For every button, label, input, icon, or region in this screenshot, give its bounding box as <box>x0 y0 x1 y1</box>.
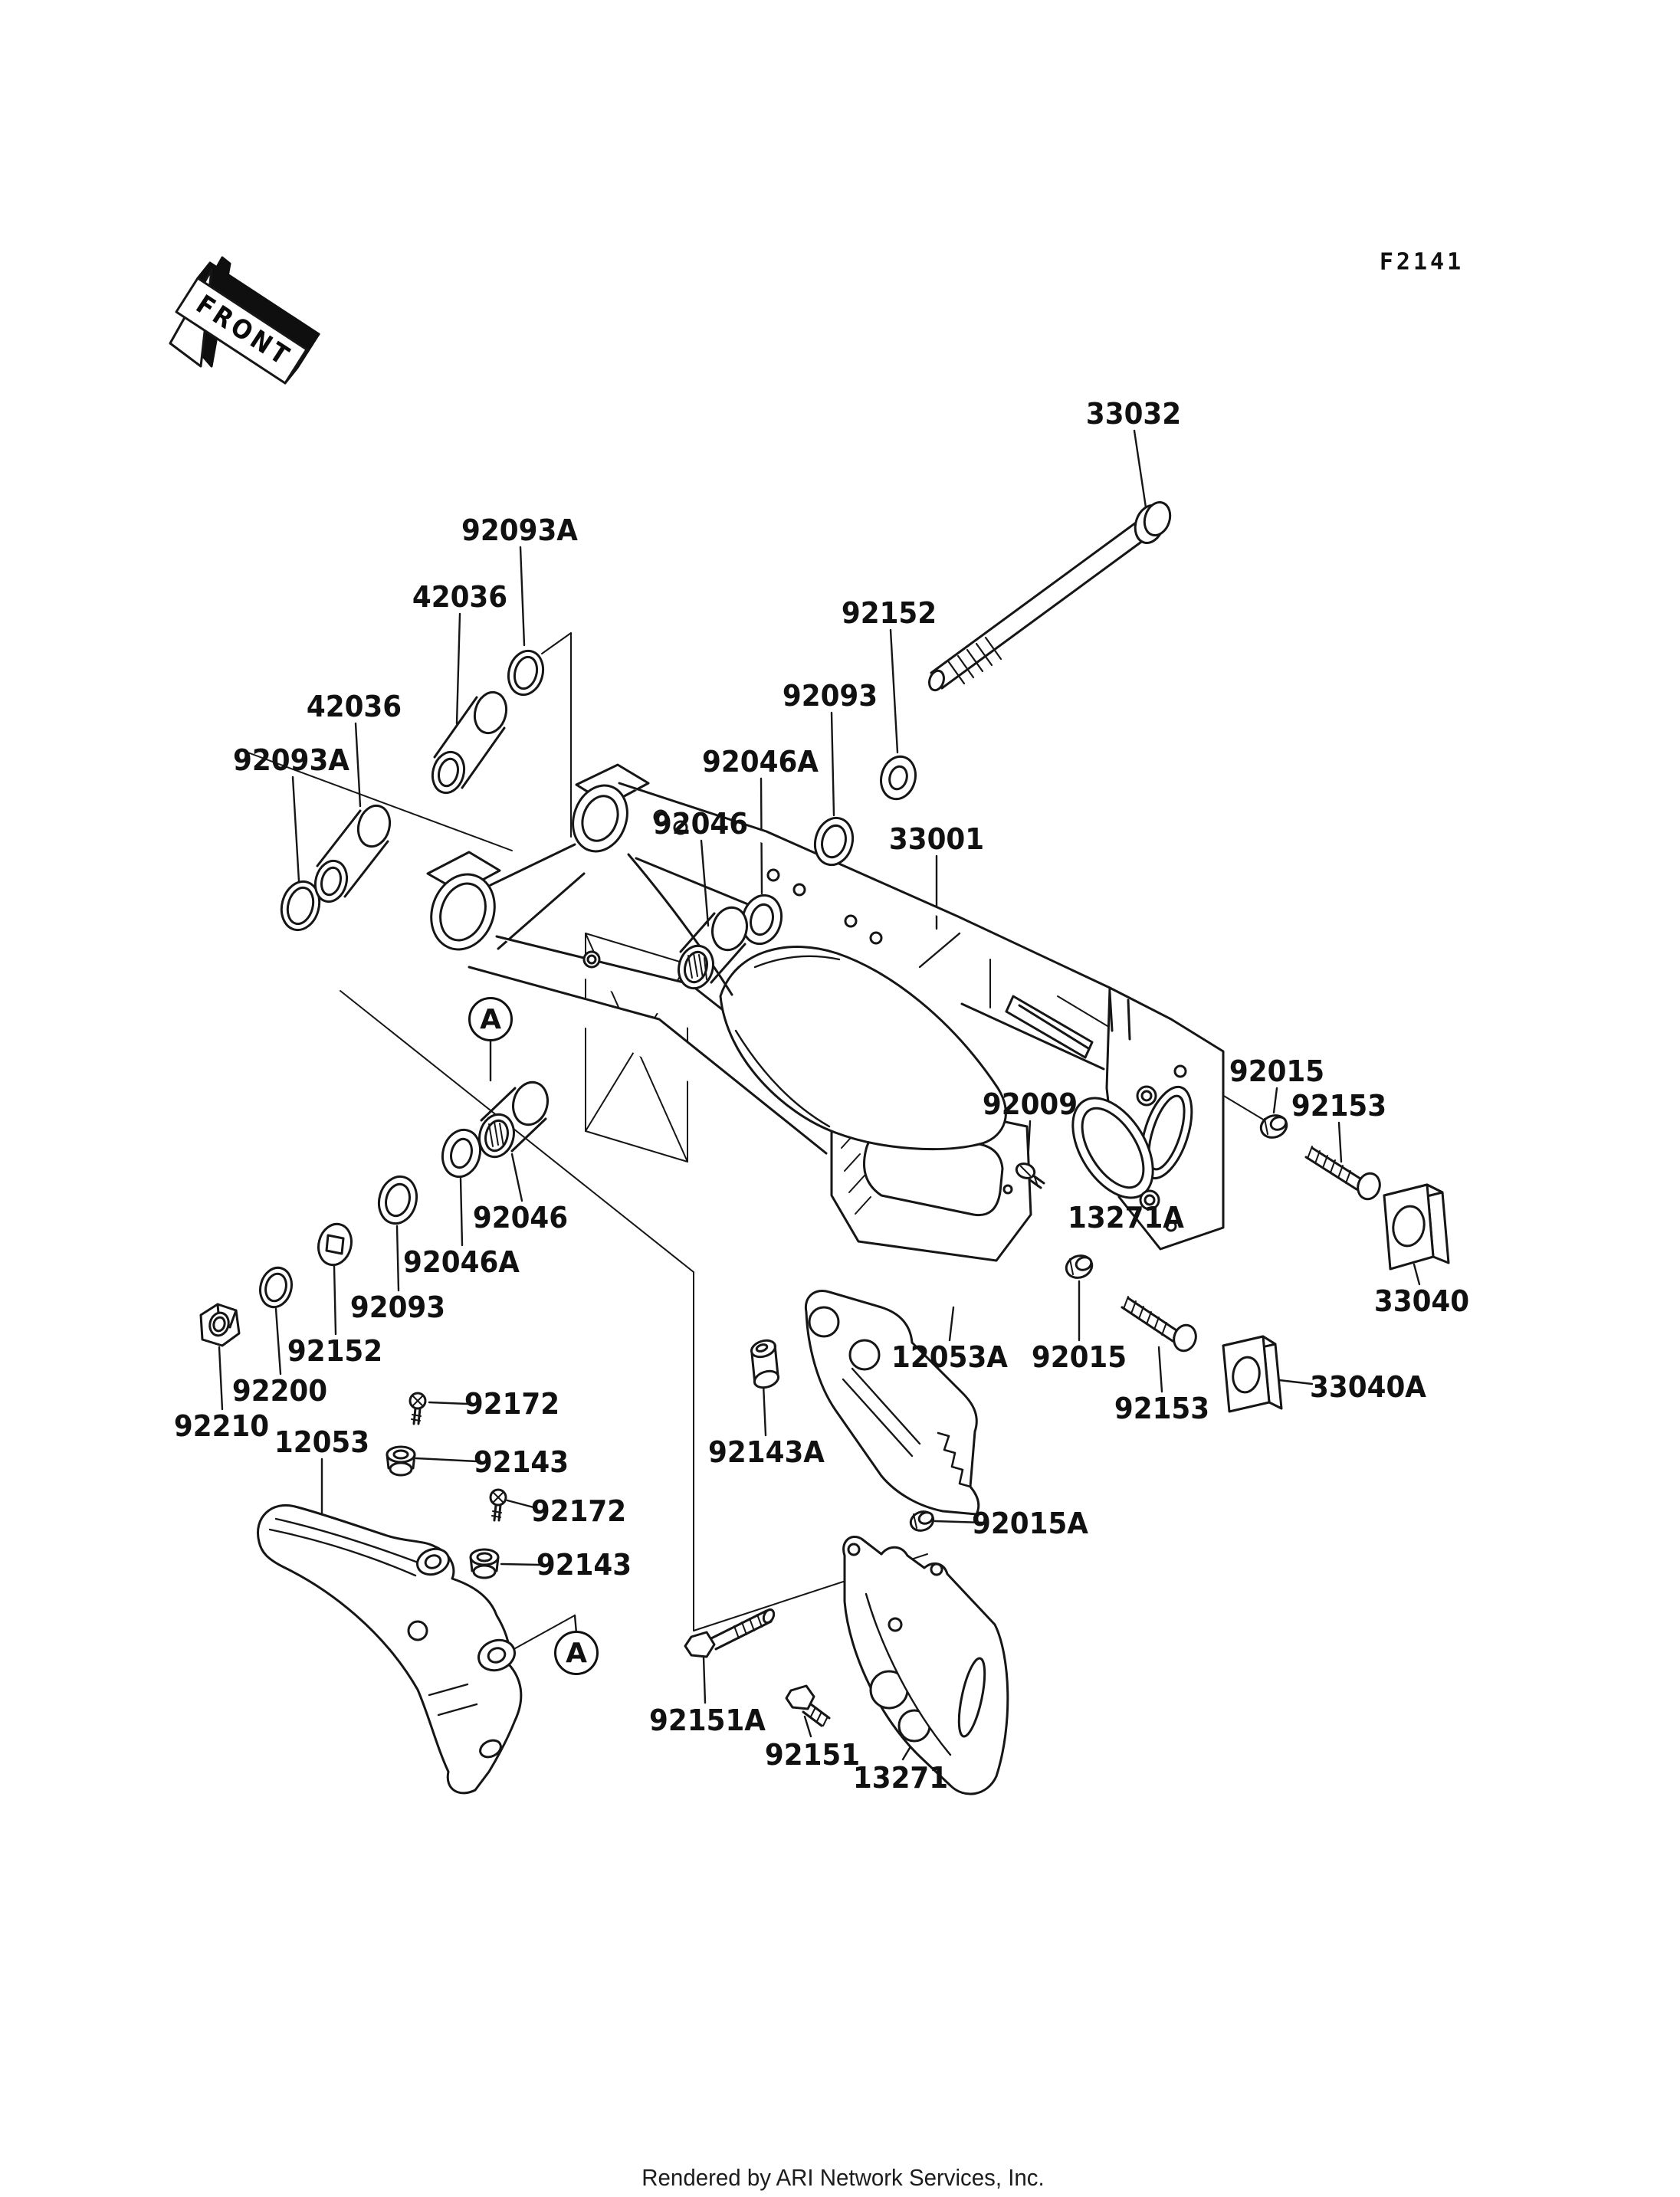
part-label-33040[interactable]: 33040 <box>1373 1284 1470 1318</box>
part-washer-92152-low <box>317 1222 353 1267</box>
part-label-92153-upper[interactable]: 92153 <box>1291 1089 1387 1123</box>
part-chain-guide-12053a <box>804 1290 980 1516</box>
part-label-33032[interactable]: 33032 <box>1085 397 1182 431</box>
part-label-92143-2[interactable]: 92143 <box>536 1548 632 1582</box>
part-seal-92093a-upper <box>507 649 545 697</box>
part-label-92015-upper[interactable]: 92015 <box>1229 1054 1325 1088</box>
part-nut-92015a <box>909 1510 935 1532</box>
part-label-42036-2[interactable]: 42036 <box>306 690 402 723</box>
figure-code: F2141 <box>1379 248 1465 276</box>
part-label-92152-top[interactable]: 92152 <box>841 596 937 630</box>
part-label-12053a[interactable]: 12053A <box>891 1340 1008 1374</box>
part-seal-92093-low <box>377 1175 418 1225</box>
part-label-42036-1[interactable]: 42036 <box>412 580 508 614</box>
part-screw-92009 <box>1015 1162 1045 1189</box>
part-bolt-92153-lower <box>1121 1296 1197 1353</box>
part-bolt-92151a <box>684 1608 776 1658</box>
part-washer-92152-top <box>880 755 917 801</box>
part-label-33040a[interactable]: 33040A <box>1310 1370 1426 1404</box>
part-label-92093a-1[interactable]: 92093A <box>461 513 578 547</box>
part-bolt-92153-upper <box>1304 1146 1381 1201</box>
part-label-13271[interactable]: 13271 <box>852 1761 949 1795</box>
part-guard-bracket-13271 <box>842 1536 1009 1795</box>
part-screw-92172-2 <box>489 1488 507 1522</box>
part-label-92093-low[interactable]: 92093 <box>349 1290 446 1324</box>
part-label-92015-lower[interactable]: 92015 <box>1031 1340 1127 1374</box>
section-marker-A-1: A <box>468 997 513 1041</box>
part-label-92143-1[interactable]: 92143 <box>473 1445 569 1479</box>
part-washer-92046a-low <box>441 1128 482 1179</box>
part-lockwasher-92200 <box>259 1266 293 1309</box>
footer-credit: Rendered by ARI Network Services, Inc. <box>641 2164 1045 2191</box>
part-label-13271a[interactable]: 13271A <box>1068 1201 1184 1235</box>
part-pivot-shaft <box>928 501 1172 692</box>
part-bolt-92151 <box>785 1684 831 1727</box>
part-label-33001[interactable]: 33001 <box>888 822 985 856</box>
part-label-92046-low[interactable]: 92046 <box>472 1201 569 1235</box>
part-label-92151a[interactable]: 92151A <box>649 1703 766 1737</box>
part-label-92009[interactable]: 92009 <box>982 1087 1078 1121</box>
part-grommet-92143-2 <box>469 1548 500 1579</box>
part-nut-92015-lower <box>1065 1254 1094 1279</box>
part-bearing-92046-low <box>478 1080 549 1159</box>
part-label-92143a[interactable]: 92143A <box>708 1435 825 1469</box>
part-seal-92093-top <box>813 816 855 867</box>
part-label-12053[interactable]: 12053 <box>274 1425 370 1459</box>
part-bushing-92143a <box>750 1339 780 1389</box>
part-bearing-92046-top <box>678 906 748 990</box>
part-chain-slipper-12053 <box>257 1503 523 1795</box>
part-label-92200[interactable]: 92200 <box>231 1374 328 1408</box>
part-label-92210[interactable]: 92210 <box>173 1409 270 1443</box>
part-grommet-92143-1 <box>386 1445 416 1477</box>
part-label-92046-top[interactable]: 92046 <box>652 807 749 841</box>
part-adjuster-33040 <box>1383 1183 1450 1271</box>
part-collar-42036-left <box>313 804 392 903</box>
part-label-92172-1[interactable]: 92172 <box>464 1387 560 1421</box>
front-arrow-icon <box>169 256 320 385</box>
part-label-92015a[interactable]: 92015A <box>972 1507 1088 1540</box>
part-label-92093-top[interactable]: 92093 <box>782 679 878 713</box>
section-marker-A-2: A <box>554 1631 599 1675</box>
part-label-92093a-2[interactable]: 92093A <box>233 743 349 777</box>
part-gasket-13271a <box>1071 1085 1160 1211</box>
part-washer-92046a-top <box>740 894 783 946</box>
part-label-92172-2[interactable]: 92172 <box>530 1494 627 1528</box>
part-adjuster-33040a <box>1222 1335 1283 1413</box>
part-label-92153-lower[interactable]: 92153 <box>1114 1392 1210 1425</box>
part-swingarm <box>426 763 1225 1262</box>
part-nut-92015-upper <box>1259 1114 1288 1139</box>
part-collar-42036-upper <box>431 690 508 795</box>
part-screw-92172-1 <box>409 1392 427 1425</box>
part-nut-92210 <box>199 1303 241 1347</box>
part-label-92152-low[interactable]: 92152 <box>287 1334 383 1368</box>
part-label-92046a-low[interactable]: 92046A <box>403 1245 520 1279</box>
part-label-92046a-top[interactable]: 92046A <box>702 745 819 779</box>
part-seal-92093a-left <box>280 880 321 932</box>
part-label-92151[interactable]: 92151 <box>764 1738 861 1772</box>
